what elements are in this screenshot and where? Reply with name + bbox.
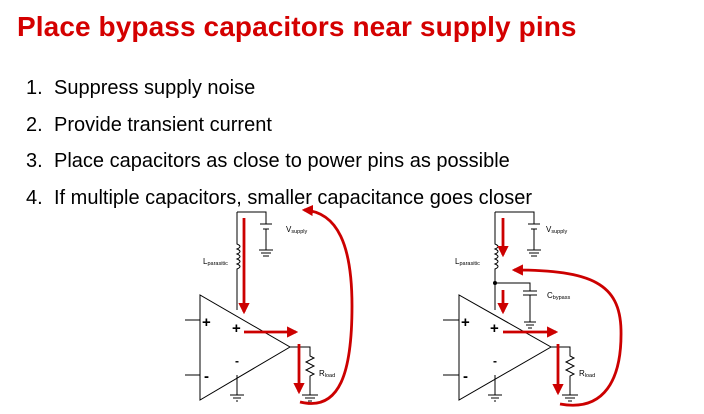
supply-source-symbol (527, 223, 541, 257)
inductor-symbol (235, 212, 241, 310)
supply-label: V (286, 225, 292, 234)
plus-sign: + (490, 320, 499, 337)
load-label: R (319, 369, 325, 378)
points-list: 1. Suppress supply noise 2. Provide transi… (26, 70, 532, 216)
inductor-subscript: parasitic (207, 261, 228, 267)
list-item: 2. Provide transient current (26, 107, 532, 144)
supply-subscript: supply (551, 229, 567, 235)
circuit-right (443, 211, 578, 402)
svg-text:Vsupply: Vsupply (286, 225, 307, 235)
bypass-capacitor-symbol (523, 290, 537, 329)
inductor-subscript: parasitic (459, 261, 480, 267)
svg-text:Rload: Rload (319, 369, 335, 379)
current-flow-arrows-left (238, 204, 354, 405)
load-subscript: load (585, 373, 595, 379)
supply-subscript: supply (291, 229, 307, 235)
op-amp-symbol (458, 294, 553, 401)
supply-wire (495, 211, 535, 224)
item-number: 1. (26, 77, 43, 99)
item-number: 3. (26, 150, 43, 172)
inductor-label: L (203, 257, 208, 266)
svg-text:Cbypass: Cbypass (547, 291, 570, 301)
op-amp-symbol (199, 294, 291, 401)
load-label: R (579, 369, 585, 378)
circuit-right-labels: Lparasitic Vsupply Cbypass Rload + + - - (455, 225, 595, 385)
circuit-left (185, 211, 318, 402)
output-wire (551, 346, 576, 395)
item-text: Place capacitors as close to power pins … (54, 150, 510, 172)
ground-symbol (488, 394, 502, 402)
list-item: 4. If multiple capacitors, smaller capaci… (26, 180, 532, 217)
ground-symbol (562, 394, 578, 402)
svg-text:Rload: Rload (579, 369, 595, 379)
item-text: Provide transient current (54, 113, 272, 136)
cap-label: C (547, 291, 553, 300)
svg-text:Vsupply: Vsupply (546, 225, 567, 235)
plus-sign: + (202, 314, 211, 331)
junction-dot (493, 281, 497, 285)
inductor-symbol (493, 212, 499, 310)
item-text: Suppress supply noise (54, 77, 256, 99)
minus-sign: - (493, 354, 497, 368)
slide-title: Place bypass capacitors near supply pins (17, 11, 577, 42)
supply-wire (237, 211, 267, 224)
cap-subscript: bypass (553, 295, 571, 301)
plus-sign: + (461, 314, 470, 331)
return-current-arrow (299, 204, 354, 405)
minus-sign: - (204, 368, 209, 385)
load-subscript: load (325, 373, 335, 379)
list-item: 3. Place capacitors as close to power pin… (26, 143, 532, 180)
ground-symbol (230, 394, 244, 402)
minus-sign: - (235, 354, 239, 368)
item-number: 2. (26, 113, 43, 136)
inductor-label: L (455, 257, 460, 266)
return-current-arrow (511, 264, 623, 407)
circuit-left-labels: Lparasitic Vsupply Rload + + - - (202, 225, 335, 385)
minus-sign: - (463, 368, 468, 385)
svg-text:Lparasitic: Lparasitic (455, 257, 480, 267)
bypass-cap-wire (495, 282, 531, 291)
list-item: 1. Suppress supply noise (26, 70, 532, 107)
item-text: If multiple capacitors, smaller capacita… (54, 186, 532, 209)
ground-symbol (302, 394, 318, 402)
output-wire (290, 346, 316, 395)
item-number: 4. (26, 186, 43, 209)
supply-source-symbol (259, 223, 273, 257)
svg-text:Lparasitic: Lparasitic (203, 257, 228, 267)
current-flow-arrows-right (497, 218, 623, 407)
plus-sign: + (232, 320, 241, 337)
supply-label: V (546, 225, 552, 234)
